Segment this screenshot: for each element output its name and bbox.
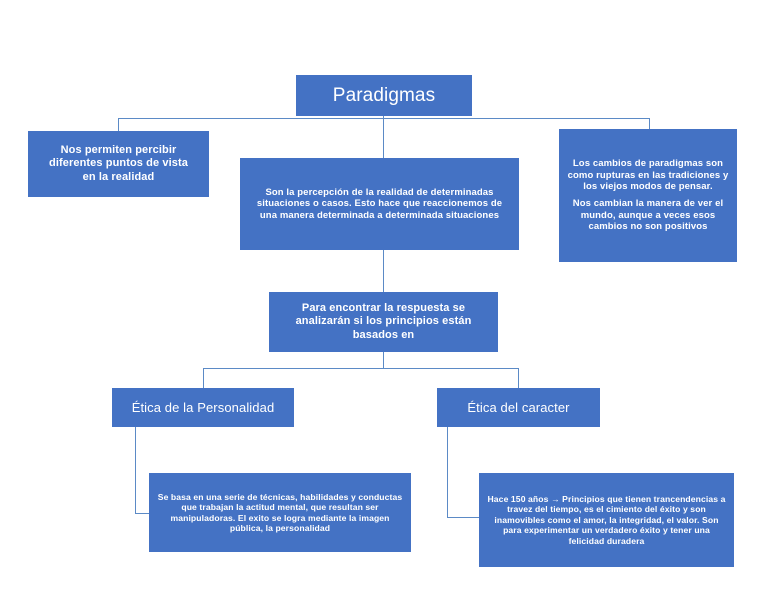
node-etica-personalidad-label: Ética de la Personalidad bbox=[131, 399, 275, 415]
node-son-la-percepcion-text: Son la percepción de la realidad de dete… bbox=[256, 186, 503, 221]
node-los-cambios-paragraph-2: Nos cambian la manera de ver el mundo, a… bbox=[572, 198, 724, 233]
node-los-cambios-de-paradigmas[interactable]: Los cambios de paradigmas son como ruptu… bbox=[559, 129, 737, 262]
node-etica-de-la-personalidad[interactable]: Ética de la Personalidad bbox=[112, 388, 294, 427]
node-detalle-caracter-text: Hace 150 años → Principios que tienen tr… bbox=[487, 493, 726, 546]
node-paradigmas-root-label: Paradigmas bbox=[332, 84, 436, 106]
node-los-cambios-paragraph-1: Los cambios de paradigmas son como ruptu… bbox=[567, 158, 729, 193]
connector-root-to-right bbox=[649, 118, 650, 129]
node-etica-caracter-label: Ética del caracter bbox=[467, 399, 570, 415]
connector-question-stem bbox=[383, 352, 384, 368]
connector-branch-right-elbow-vertical bbox=[447, 427, 448, 518]
connector-center-to-question bbox=[383, 250, 384, 292]
node-detalle-personalidad-text: Se basa en una serie de técnicas, habili… bbox=[157, 491, 403, 533]
connector-root-stem bbox=[383, 115, 384, 119]
node-para-encontrar-la-respuesta[interactable]: Para encontrar la respuesta se analizará… bbox=[269, 292, 498, 352]
node-para-encontrar-text: Para encontrar la respuesta se analizará… bbox=[295, 301, 472, 341]
connector-bus-to-branch-left bbox=[203, 368, 204, 388]
node-nos-permiten-percibir[interactable]: Nos permiten percibir diferentes puntos … bbox=[28, 131, 209, 197]
node-etica-del-caracter[interactable]: Ética del caracter bbox=[437, 388, 600, 427]
node-nos-permiten-line-1: Nos permiten percibir bbox=[60, 143, 177, 156]
connector-root-bus bbox=[118, 118, 650, 119]
node-nos-permiten-line-3: en la realidad bbox=[82, 170, 155, 183]
node-detalle-caracter[interactable]: Hace 150 años → Principios que tienen tr… bbox=[479, 473, 734, 567]
connector-branch-left-elbow-vertical bbox=[135, 427, 136, 514]
node-detalle-personalidad[interactable]: Se basa en una serie de técnicas, habili… bbox=[149, 473, 411, 552]
connector-branch-bus bbox=[203, 368, 519, 369]
connector-bus-to-branch-right bbox=[518, 368, 519, 388]
connector-root-to-center bbox=[383, 118, 384, 158]
node-son-la-percepcion[interactable]: Son la percepción de la realidad de dete… bbox=[240, 158, 519, 250]
connector-root-to-left bbox=[118, 118, 119, 131]
connector-branch-left-elbow-horizontal bbox=[135, 513, 149, 514]
connector-branch-right-elbow-horizontal bbox=[447, 517, 479, 518]
node-nos-permiten-line-2: diferentes puntos de vista bbox=[49, 157, 188, 170]
node-paradigmas-root[interactable]: Paradigmas bbox=[296, 75, 472, 116]
